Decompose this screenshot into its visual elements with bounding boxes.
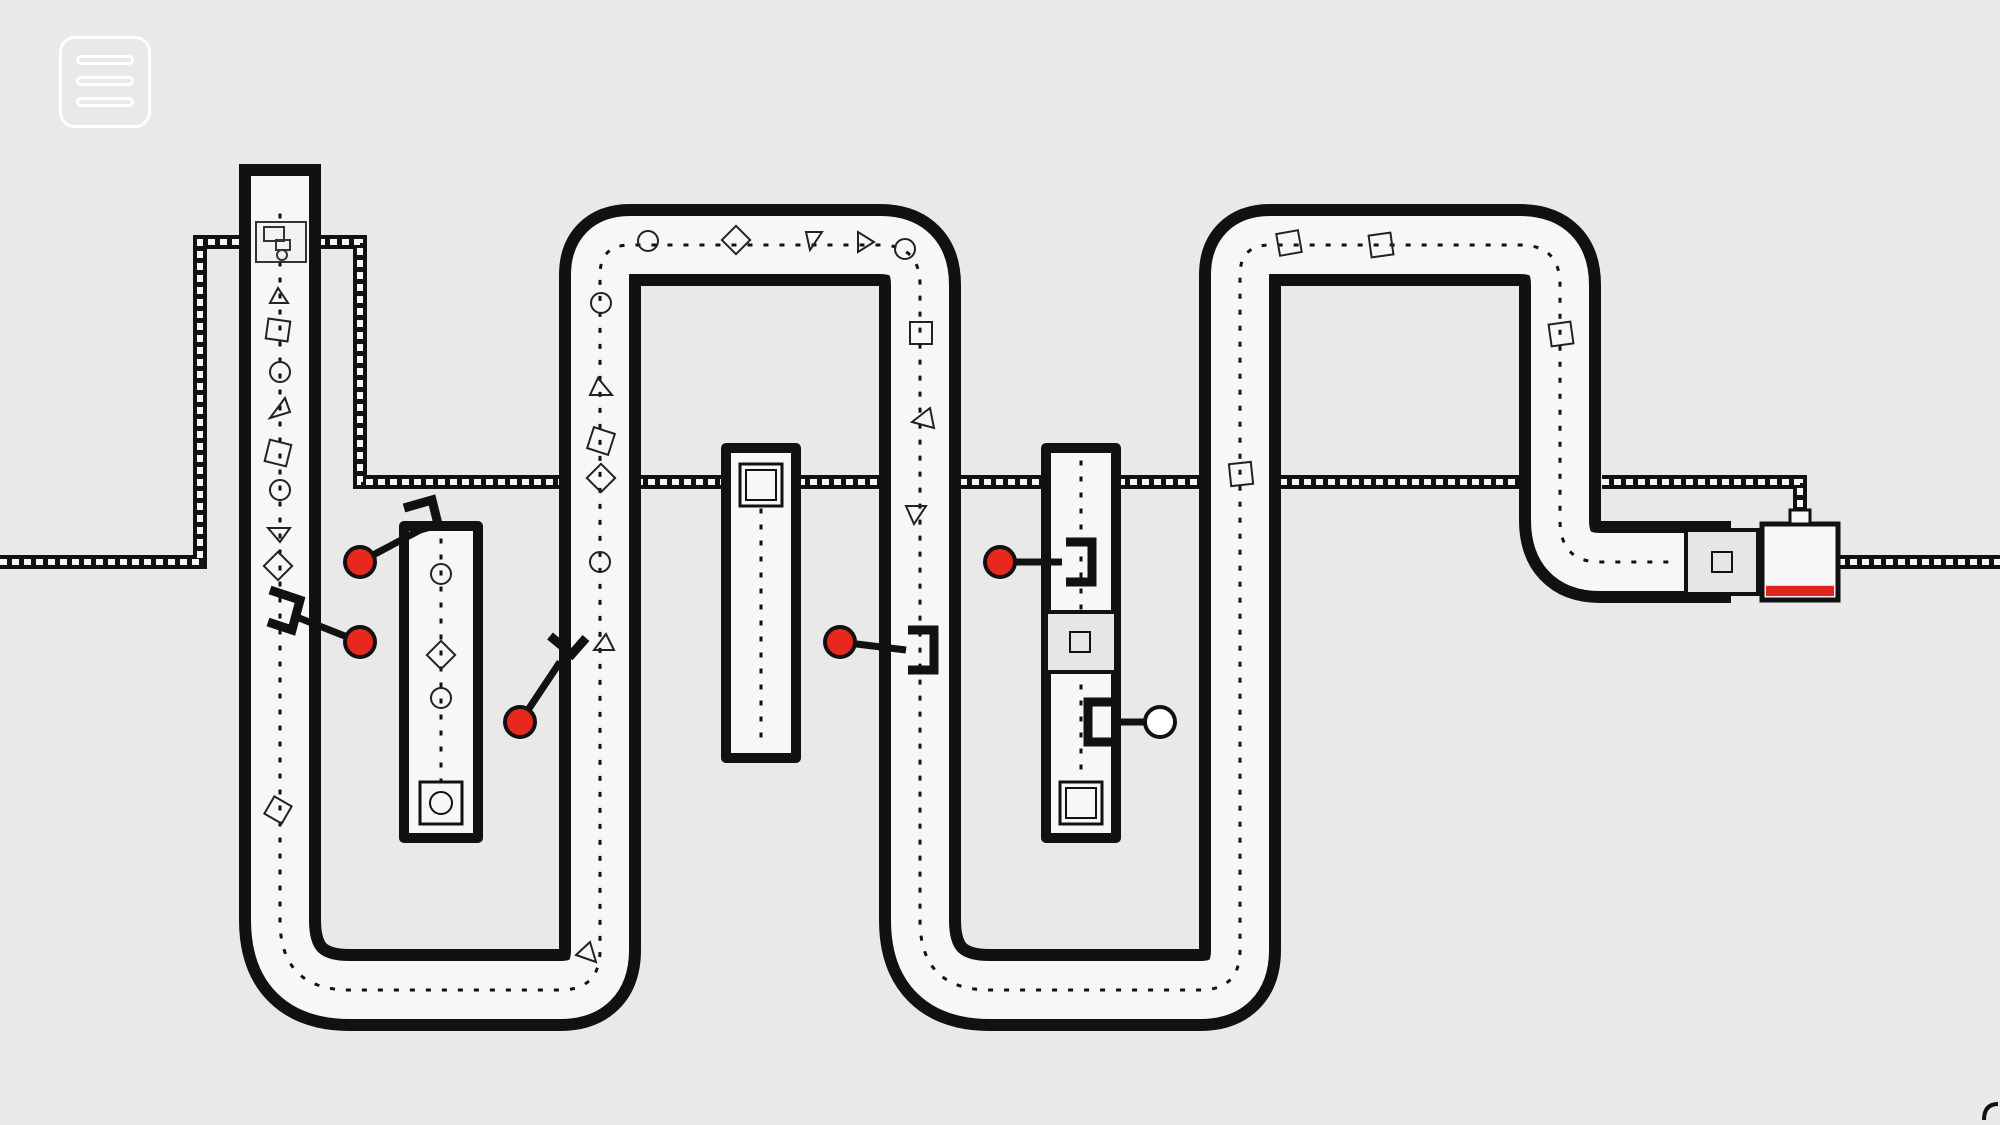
shape-square <box>1547 320 1575 348</box>
shape-circle <box>894 238 916 260</box>
shape-circle <box>269 479 291 501</box>
hamburger-bar <box>76 76 134 86</box>
shape-circle <box>269 361 291 383</box>
shape-triangle <box>588 376 615 396</box>
lever-1[interactable] <box>343 494 444 579</box>
shape-triangle <box>904 505 928 527</box>
shape-square <box>264 317 292 343</box>
shape-circle <box>430 687 452 709</box>
shape-generator <box>255 221 307 263</box>
belt-shapes <box>262 224 1575 964</box>
lever-2[interactable] <box>266 585 377 659</box>
input-rail <box>0 235 244 569</box>
shape-triangle <box>265 527 292 544</box>
generator-icon <box>263 226 285 242</box>
shape-diamond <box>425 639 457 671</box>
lever-6[interactable] <box>1083 697 1177 747</box>
shape-square <box>585 425 617 457</box>
main-belt <box>239 164 1731 1031</box>
shape-square <box>1227 460 1255 488</box>
sorter-station <box>1044 610 1118 674</box>
lever-4[interactable] <box>823 625 939 675</box>
rail-a <box>318 235 560 489</box>
rail-c <box>1602 475 1807 520</box>
lever-5[interactable] <box>983 537 1097 587</box>
hamburger-menu-icon <box>76 55 134 65</box>
lever-knob[interactable] <box>343 545 377 579</box>
lever-3[interactable] <box>503 632 590 739</box>
corner-glyph <box>1982 1102 1999 1121</box>
shape-circle <box>589 551 611 573</box>
lever-knob[interactable] <box>823 625 857 659</box>
shape-triangle <box>804 231 824 253</box>
shape-square <box>1275 229 1303 257</box>
menu-button[interactable] <box>59 36 151 128</box>
bin-fill-level <box>1766 585 1834 596</box>
square-icon <box>1069 631 1091 653</box>
lever-knob[interactable] <box>983 545 1017 579</box>
shape-square <box>909 321 933 345</box>
shape-circle <box>430 563 452 585</box>
shape-triangle <box>268 286 290 304</box>
shape-square <box>263 438 293 468</box>
sorter-box-1 <box>418 780 464 826</box>
lever-knob[interactable] <box>1143 705 1177 739</box>
shape-diamond <box>262 794 294 826</box>
levers <box>266 494 1177 747</box>
shape-triangle <box>267 395 292 420</box>
shape-diamond <box>720 224 752 256</box>
lever-knob[interactable] <box>503 705 537 739</box>
shape-triangle <box>574 940 598 964</box>
lever-knob[interactable] <box>343 625 377 659</box>
side-belt-2 <box>721 443 801 763</box>
machines <box>255 221 1841 826</box>
shape-triangle <box>909 406 936 430</box>
conveyor-belts <box>239 164 1731 1031</box>
shape-triangle <box>592 632 616 651</box>
shape-square <box>1367 231 1395 259</box>
hamburger-bar <box>76 97 134 107</box>
output-station <box>1684 508 1841 603</box>
shape-circle <box>637 230 659 252</box>
bin-icon <box>1788 508 1812 526</box>
shape-triangle <box>857 230 876 254</box>
shape-diamond <box>262 550 294 582</box>
chain-rails <box>0 235 2000 569</box>
shape-diamond <box>585 462 617 494</box>
shape-circle <box>590 292 612 314</box>
